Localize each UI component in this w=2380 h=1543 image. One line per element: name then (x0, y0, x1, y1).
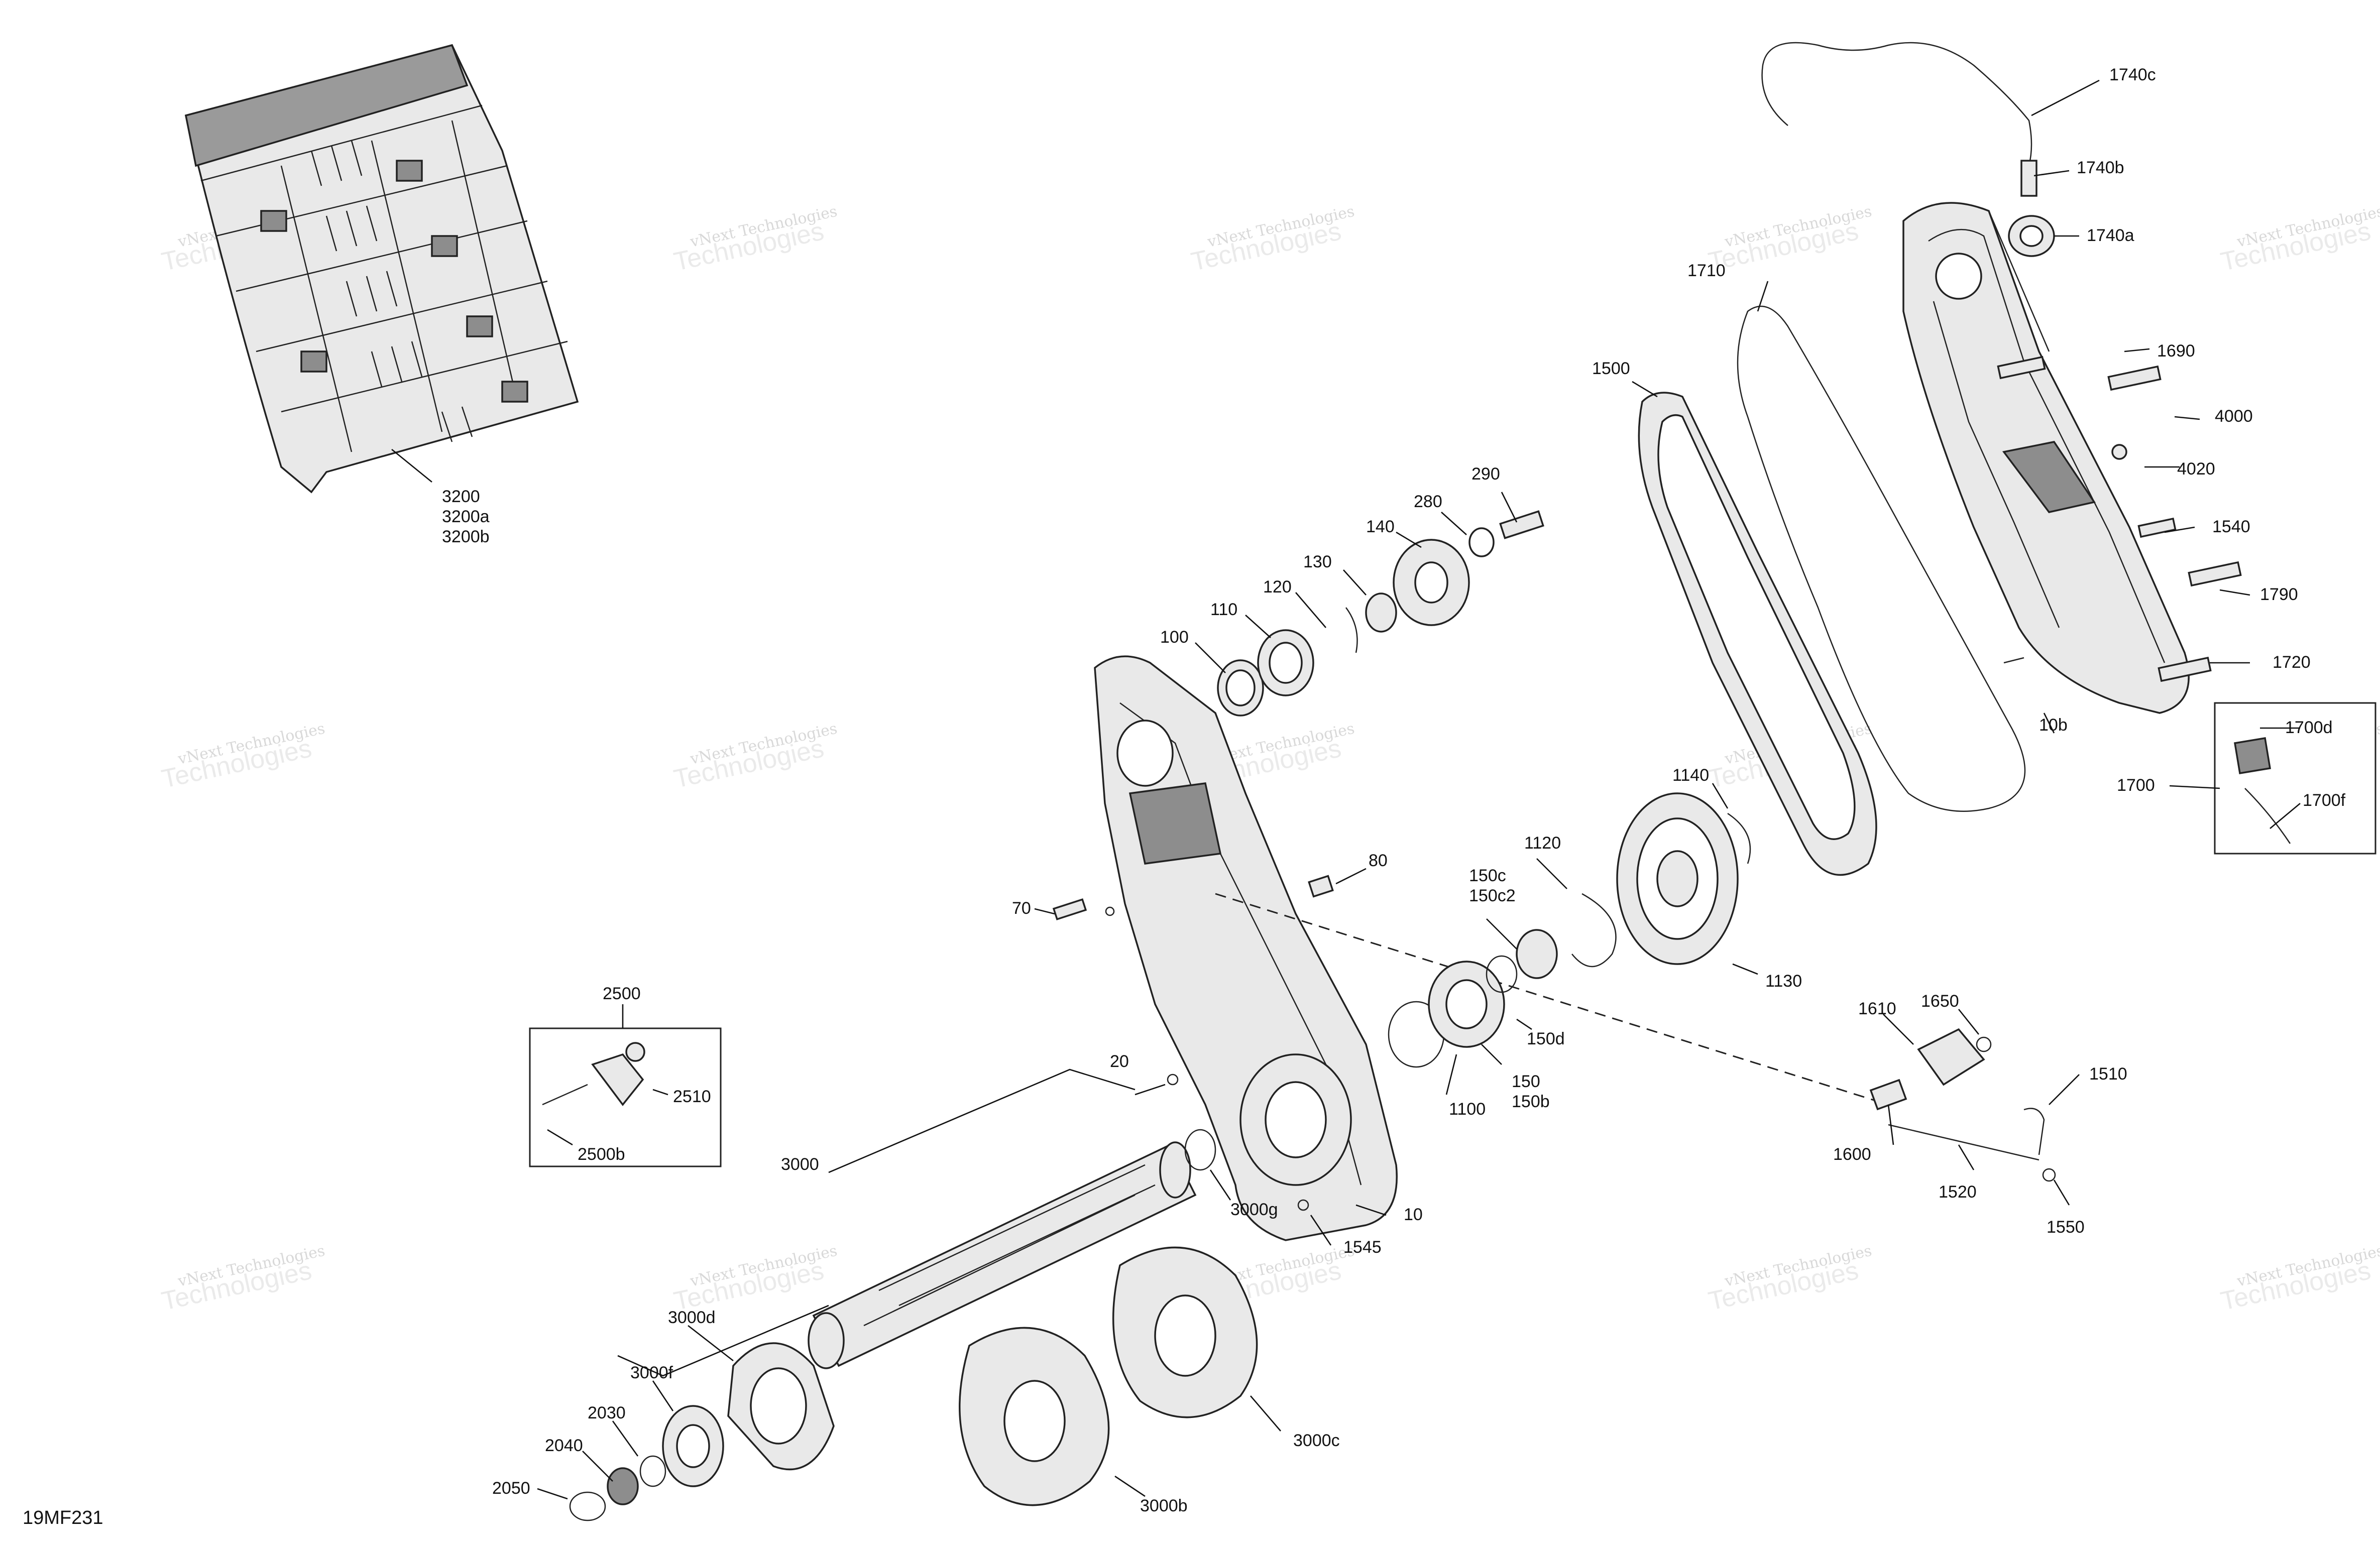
lower-sprocket-parts (1388, 792, 1751, 1068)
callout-1550: 1550 (2047, 1218, 2085, 1237)
callout-1690: 1690 (2157, 341, 2195, 361)
callout-280: 280 (1414, 492, 1442, 511)
callout-1740a: 1740a (2087, 226, 2134, 245)
callout-150b: 150b (1512, 1092, 1550, 1111)
callout-70: 70 (1012, 899, 1031, 918)
callout-4020: 4020 (2177, 459, 2215, 479)
callout-1540: 1540 (2212, 517, 2250, 536)
part-1710-gasket (1737, 305, 2026, 812)
callout-150c: 150c (1469, 866, 1506, 885)
callout-130: 130 (1303, 552, 1332, 571)
callout-3000b: 3000b (1140, 1496, 1188, 1515)
callout-2030: 2030 (588, 1403, 626, 1422)
callout-3000d: 3000d (668, 1308, 716, 1327)
callout-140: 140 (1366, 517, 1395, 536)
small-fasteners (1052, 875, 1334, 1211)
part-3200-slide-plate (184, 44, 579, 494)
callout-20: 20 (1110, 1052, 1129, 1071)
callout-3000f: 3000f (630, 1363, 673, 1382)
callout-1510: 1510 (2089, 1064, 2127, 1084)
callout-labels: 3200 3200a 3200b 1740c 1740b 1740a 1710 … (442, 65, 2346, 1515)
callout-110: 110 (1210, 600, 1237, 619)
callout-3200a: 3200a (442, 507, 490, 526)
assembly-axis-line (1215, 893, 1889, 1106)
part-1700-chaincase-cover (1902, 202, 2190, 714)
callout-3200: 3200 (442, 487, 480, 506)
callout-120: 120 (1263, 577, 1292, 597)
callout-4000: 4000 (2215, 407, 2253, 426)
callout-1545: 1545 (1343, 1238, 1382, 1257)
callout-10: 10 (1404, 1205, 1423, 1224)
callout-1650: 1650 (1921, 992, 1959, 1011)
callout-2040: 2040 (545, 1436, 583, 1455)
callout-150d: 150d (1527, 1029, 1565, 1048)
callout-2500: 2500 (603, 984, 641, 1003)
callout-1720: 1720 (2273, 653, 2311, 672)
callout-3000c: 3000c (1293, 1431, 1340, 1450)
callout-1130: 1130 (1765, 972, 1802, 991)
part-10-chaincase-housing (1094, 655, 1398, 1241)
part-1740-breather-line (1761, 42, 2055, 257)
part-1500-drive-chain (1638, 392, 1877, 876)
part-3000d-bearing-housing (569, 1342, 835, 1521)
callout-3200b: 3200b (442, 527, 490, 546)
callout-1600: 1600 (1833, 1145, 1871, 1164)
callout-3000g: 3000g (1230, 1200, 1278, 1219)
callout-1120: 1120 (1524, 834, 1561, 853)
callout-2500b: 2500b (578, 1145, 625, 1164)
callout-290: 290 (1471, 464, 1500, 484)
part-3000-driveshaft (808, 1129, 1216, 1369)
cover-fasteners (1997, 355, 2242, 682)
callout-1610: 1610 (1858, 999, 1896, 1018)
part-3000-sprockets (959, 1246, 1258, 1506)
callout-1790: 1790 (2260, 585, 2298, 604)
callout-1740b: 1740b (2077, 158, 2124, 177)
callout-1700d: 1700d (2285, 718, 2333, 737)
callout-1100: 1100 (1449, 1100, 1486, 1119)
tensioner-parts (1869, 1028, 2056, 1182)
upper-sprocket-parts (1217, 510, 1544, 717)
callout-1500: 1500 (1592, 359, 1630, 378)
callout-80: 80 (1369, 851, 1388, 870)
callout-2510: 2510 (673, 1087, 711, 1106)
callout-1700: 1700 (2117, 776, 2155, 795)
callout-150c2: 150c2 (1469, 886, 1516, 905)
inset-2500-box (529, 1027, 722, 1167)
figure-id: 19MF231 (23, 1507, 103, 1528)
callout-1140: 1140 (1672, 766, 1709, 785)
callout-2050: 2050 (492, 1479, 530, 1498)
callout-3000: 3000 (781, 1155, 819, 1174)
callout-100: 100 (1160, 628, 1189, 647)
callout-10b: 10b (2039, 716, 2068, 735)
leader-lines (391, 79, 2301, 1500)
callout-1710: 1710 (1687, 261, 1726, 280)
callout-1520: 1520 (1939, 1182, 1977, 1202)
callout-1700f: 1700f (2303, 791, 2346, 810)
callout-1740c: 1740c (2109, 65, 2156, 84)
callout-150: 150 (1512, 1072, 1540, 1091)
